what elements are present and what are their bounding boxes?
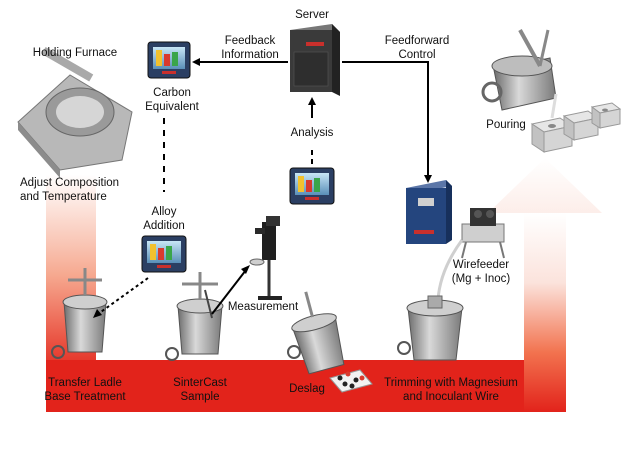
sintercast-label-line1: SinterCast [173, 377, 227, 389]
monitor-icon [289, 167, 335, 205]
ladle-icon [165, 272, 224, 361]
alloy-addition-label: Alloy Addition [134, 205, 194, 233]
process-flow-arrow [46, 158, 602, 412]
feedback-label-line2: Information [221, 49, 279, 61]
pouring-label: Pouring [486, 119, 526, 131]
carbon-equivalent-label: Carbon Equivalent [132, 86, 212, 114]
mold-block-icon [530, 102, 622, 153]
monitor-icon [141, 235, 187, 273]
carbon-label-line1: Carbon [153, 87, 191, 99]
alloy-label-line1: Alloy [151, 206, 177, 218]
server-label: Server [295, 9, 329, 21]
transfer-label-line1: Transfer Ladle [48, 377, 122, 389]
trimming-label-line1: Trimming with Magnesium [384, 377, 518, 389]
transfer-ladle-label: Transfer Ladle Base Treatment [30, 376, 140, 404]
trimming-label-line2: and Inoculant Wire [403, 391, 499, 403]
wirefeeder-label: Wirefeeder (Mg + Inoc) [446, 258, 516, 286]
analysis-label: Analysis [290, 127, 334, 139]
trimming-label: Trimming with Magnesium and Inoculant Wi… [376, 376, 526, 404]
wirefeeder-icon [436, 208, 505, 301]
measurement-label: Measurement [227, 301, 299, 313]
holding-furnace-label: Holding Furnace [32, 47, 118, 59]
feedback-label: Feedback Information [210, 34, 290, 62]
feedforward-label: Feedforward Control [372, 34, 462, 62]
analyzer-icon [249, 216, 282, 300]
carbon-label-line2: Equivalent [145, 101, 199, 113]
alloy-label-line2: Addition [143, 220, 185, 232]
adjust-label-line1: Adjust Composition [20, 177, 120, 189]
feedforward-label-line1: Feedforward [384, 35, 450, 47]
server-icon [290, 24, 340, 96]
sintercast-label-line2: Sample [180, 391, 220, 403]
wirefeeder-label-line1: Wirefeeder [452, 259, 510, 271]
wirefeeder-label-line2: (Mg + Inoc) [451, 273, 511, 285]
feedback-label-line1: Feedback [224, 35, 276, 47]
sintercast-sample-label: SinterCast Sample [160, 376, 240, 404]
ladle-icon [287, 291, 373, 393]
furnace-icon [17, 47, 133, 178]
monitor-icon [147, 41, 191, 79]
adjust-label-line2: and Temperature [20, 191, 107, 203]
ladle-icon [397, 295, 464, 361]
control-cabinet-icon [406, 180, 452, 244]
feedforward-label-line2: Control [398, 49, 436, 61]
deslag-label: Deslag [289, 383, 325, 395]
ladle-icon [481, 29, 558, 119]
connector-lines [93, 58, 432, 318]
adjust-composition-label: Adjust Composition and Temperature [20, 176, 160, 204]
transfer-label-line2: Base Treatment [44, 391, 126, 403]
